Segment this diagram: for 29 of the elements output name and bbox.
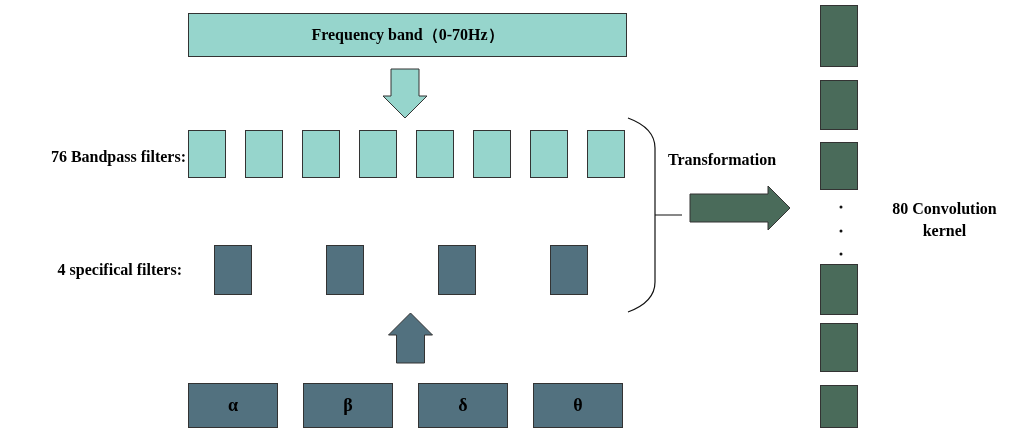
wave-band-box: δ: [418, 383, 508, 428]
convolution-kernel-box: [820, 385, 858, 428]
convolution-kernel-box: [820, 264, 858, 315]
wave-band-box: α: [188, 383, 278, 428]
row-label: 4 specifical filters:: [56, 260, 182, 281]
specific-filter-box: [438, 245, 476, 295]
bandpass-filter-box: [473, 130, 511, 178]
wave-band-box: θ: [533, 383, 623, 428]
convolution-kernel-box: [820, 5, 858, 67]
wave-band-box: β: [303, 383, 393, 428]
bandpass-filter-box: [530, 130, 568, 178]
row-label: 76 Bandpass filters:: [49, 147, 186, 168]
bandpass-filter-box: [188, 130, 226, 178]
block-arrow: [689, 185, 791, 231]
convolution-kernel-box: [820, 80, 858, 130]
bandpass-filter-box: [302, 130, 340, 178]
block-arrow: [382, 68, 428, 119]
bandpass-filter-box: [245, 130, 283, 178]
bandpass-filter-box: [587, 130, 625, 178]
frequency-band-box: Frequency band（0-70Hz）: [188, 13, 627, 57]
convolution-kernel-box: [820, 323, 858, 372]
bandpass-filter-box: [359, 130, 397, 178]
column-label: 80 Convolution kernel: [891, 199, 998, 241]
specific-filter-box: [326, 245, 364, 295]
convolution-kernel-box: [820, 142, 858, 190]
specific-filter-box: [550, 245, 588, 295]
bandpass-filter-box: [416, 130, 454, 178]
block-arrow: [388, 312, 433, 364]
specific-filter-box: [214, 245, 252, 295]
